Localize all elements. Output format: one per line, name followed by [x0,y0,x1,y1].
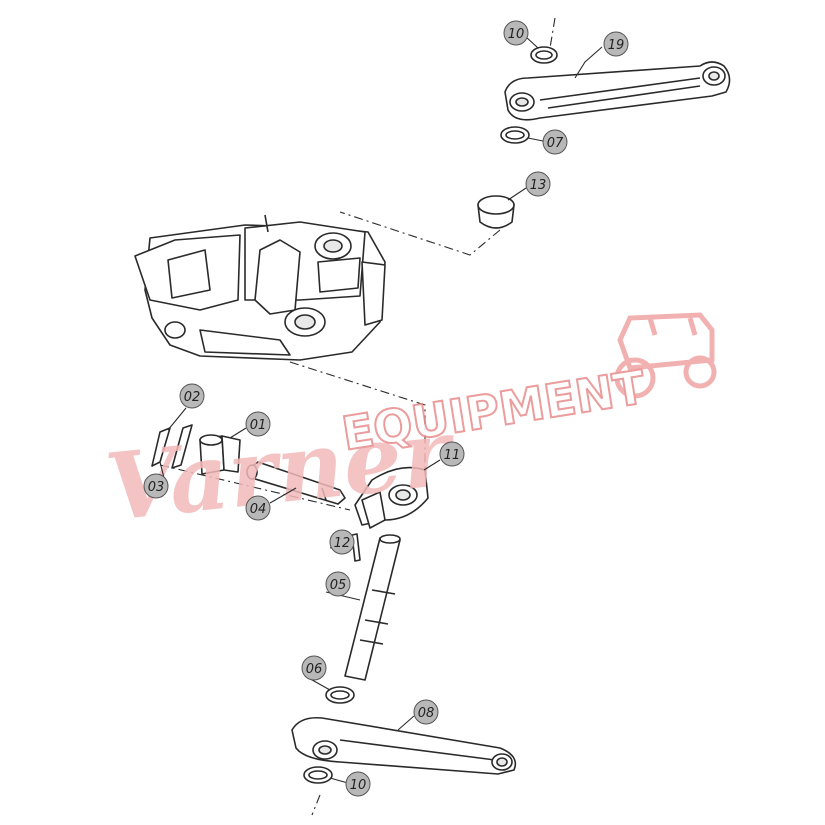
callout-19: 19 [608,38,625,53]
callout-12: 12 [334,536,351,551]
callout-06: 06 [306,662,323,677]
cross-shaft-05 [344,534,401,681]
callout-04: 04 [250,502,267,517]
pin-04 [246,461,346,505]
bushing-13 [477,195,515,229]
callout-10-top: 10 [508,27,525,42]
callout-10-bottom: 10 [350,778,367,793]
roll-pins-02 [151,424,193,469]
callout-02: 02 [184,390,201,405]
callout-13: 13 [530,178,547,193]
watermark-block-text: EQUIPMENT [338,360,649,461]
crank-11 [354,466,429,529]
callout-01: 01 [250,418,267,433]
tractor-logo-icon [617,312,715,371]
callout-05: 05 [330,578,347,593]
callouts: 19 10 07 13 02 01 03 04 11 12 [143,20,629,797]
hydraulic-housing [134,214,386,361]
callout-03: 03 [148,480,165,495]
top-lift-arm [504,61,731,121]
callout-07: 07 [547,136,564,151]
bushings-01 [199,434,241,475]
callout-08: 08 [418,706,435,721]
alignment-lines [159,17,556,816]
bottom-lift-arm [291,716,517,775]
callout-11: 11 [444,448,461,463]
